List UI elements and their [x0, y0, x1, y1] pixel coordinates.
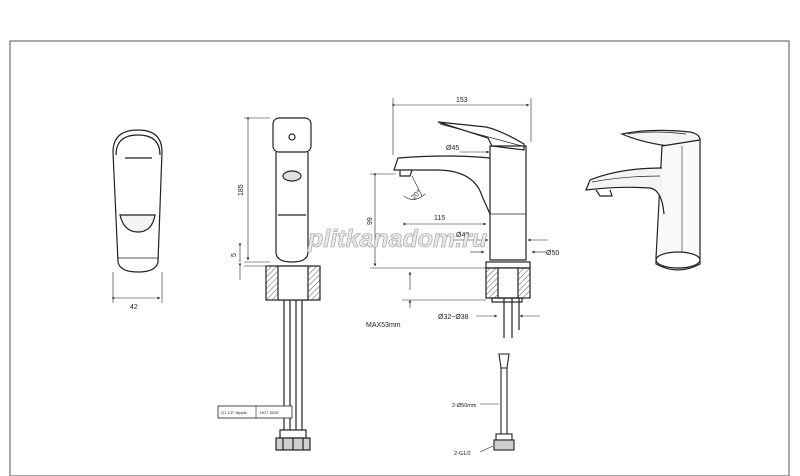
side-tag [217, 405, 293, 419]
body-dia-label: Ø40 [456, 232, 469, 239]
main-view [393, 121, 531, 338]
max-thickness-label: MAX53mm [366, 322, 401, 329]
perspective-view [585, 129, 701, 271]
connection-label: 2-G1/2 [454, 451, 471, 457]
base-dia-label: Ø50 [546, 250, 559, 257]
side-dimension [238, 117, 270, 280]
drawing-frame [9, 40, 790, 476]
main-dimensions [370, 98, 548, 318]
watermark: plitkanadom.ru [307, 225, 487, 253]
front-dimension [112, 272, 163, 303]
tag-left-label: G1 1/2" Nipple [221, 410, 248, 415]
spout-height-label: 99 [367, 217, 374, 225]
front-width-label: 42 [130, 304, 138, 311]
lever-dia-label: Ø45 [446, 145, 459, 152]
side-view [265, 117, 321, 451]
side-small-label: 5 [231, 253, 238, 257]
side-height-label: 185 [238, 184, 245, 196]
tag-right-label: HOT SIDE [260, 410, 279, 415]
hole-dia-label: Ø32~Ø38 [438, 314, 469, 321]
total-length-label: 153 [456, 97, 468, 104]
hose-length-label: 2-Ø50mm [452, 403, 477, 409]
front-view [112, 129, 163, 273]
hose-detail [479, 353, 515, 453]
spout-reach-label: 115 [434, 215, 445, 222]
